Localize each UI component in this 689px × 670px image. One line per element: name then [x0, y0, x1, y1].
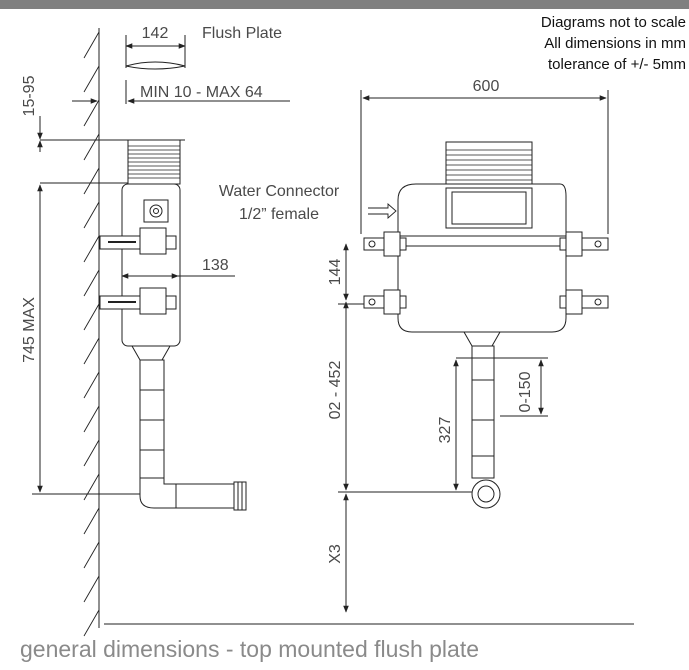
flush-pipe-front	[471, 345, 495, 479]
dim-pipe-length: 327	[437, 417, 454, 444]
dim-outlet-height: 02 - 452	[327, 361, 344, 420]
water-inlet	[143, 199, 169, 223]
cistern-body-front	[397, 235, 567, 333]
header-bar	[0, 0, 689, 9]
outlet-circle	[471, 479, 501, 509]
wall-hatching	[83, 31, 100, 637]
note-scale: Diagrams not to scale	[541, 14, 686, 31]
figure-caption: general dimensions - top mounted flush p…	[20, 636, 480, 662]
dim-plate-width: 142	[142, 25, 169, 42]
dim-plate-height: 15-95	[21, 75, 38, 116]
dim-bracket-spacing: 144	[327, 259, 344, 286]
dim-frame-width: 600	[473, 78, 500, 95]
note-units: All dimensions in mm	[544, 35, 686, 52]
label-flush-plate: Flush Plate	[202, 25, 282, 42]
label-water-connector: Water Connector	[219, 183, 340, 200]
dim-depth: 138	[202, 257, 229, 274]
note-tolerance: tolerance of +/- 5mm	[548, 56, 686, 73]
flush-pipe	[139, 359, 165, 479]
dim-floor-offset: X3	[327, 544, 344, 564]
flush-plate-shape	[125, 61, 186, 70]
dim-overall-height: 745 MAX	[21, 297, 38, 363]
front-view	[104, 90, 634, 625]
pipe-bend	[139, 477, 177, 509]
label-connector-size: 1/2” female	[239, 206, 319, 223]
side-view	[32, 28, 290, 637]
dim-adjust-range: 0-150	[517, 371, 534, 412]
actuator-head-front	[445, 141, 533, 185]
dim-wall-gap: MIN 10 - MAX 64	[140, 84, 263, 101]
brackets-front	[363, 231, 609, 315]
